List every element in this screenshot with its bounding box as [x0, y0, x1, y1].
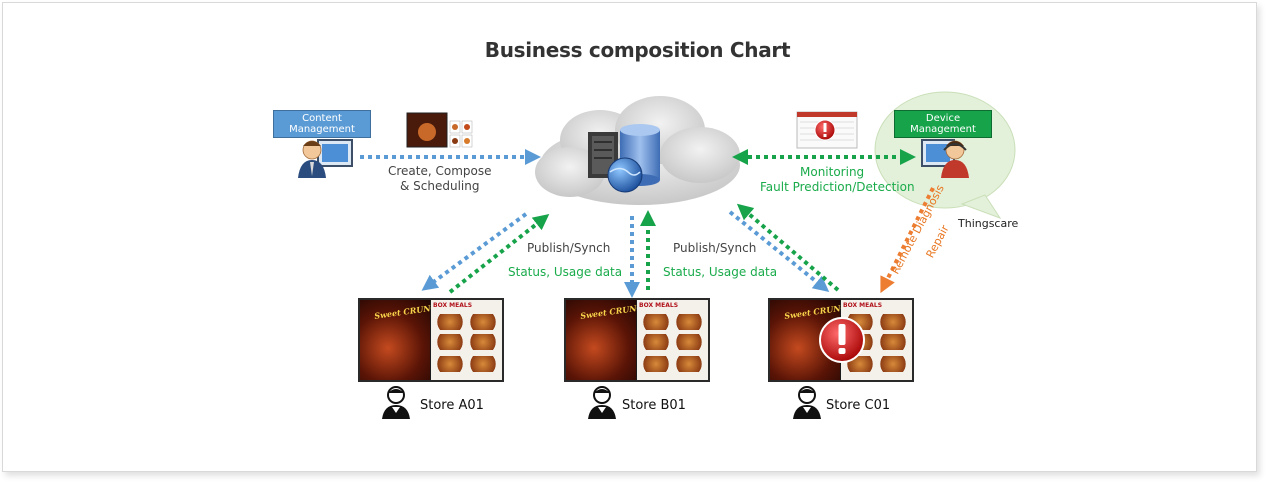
store-c01-alert-overlay — [819, 317, 865, 363]
create-compose-label: Create, Compose & Scheduling — [388, 164, 492, 193]
menu-thumbnail-icon — [406, 112, 473, 148]
store-name-c01: Store C01 — [826, 398, 891, 413]
screen-promo-panel — [566, 300, 636, 380]
menu-cell — [467, 334, 499, 350]
monitoring-label: Monitoring — [800, 165, 865, 179]
menu-cell — [673, 356, 705, 372]
menu-cell — [673, 314, 705, 330]
cloud-server-icon — [535, 96, 740, 205]
arrow-status-c — [736, 203, 840, 292]
store-name-a01: Store A01 — [420, 398, 484, 413]
publish-synch-label-a: Publish/Synch — [527, 241, 611, 255]
diagram-frame — [2, 2, 1257, 472]
arrow-remote-diagnosis — [880, 187, 935, 294]
publish-synch-label-c: Publish/Synch — [673, 241, 757, 255]
menu-cell — [434, 334, 466, 350]
screen-promo-panel — [360, 300, 430, 380]
store-screen-a01: Sweet CRUNCH BOX MEALS — [358, 298, 504, 382]
screen-header: BOX MEALS — [433, 302, 473, 309]
fault-detection-label: Fault Prediction/Detection — [760, 180, 915, 194]
operator-icon — [298, 139, 353, 178]
device-management-box: Device Management — [894, 110, 992, 138]
menu-cell — [467, 356, 499, 372]
arrow-status-a — [448, 214, 550, 294]
store-screen-b01: Sweet CRUNCH BOX MEALS — [564, 298, 710, 382]
arrow-publish-c — [728, 210, 830, 293]
content-management-box: Content Management — [273, 110, 371, 138]
menu-cell — [640, 314, 672, 330]
menu-cell — [640, 334, 672, 350]
page-title: Business composition Chart — [484, 38, 791, 62]
store-staff-icon — [793, 386, 821, 419]
screen-menu-panel: BOX MEALS — [637, 300, 708, 380]
dashboard-thumbnail-icon — [796, 111, 858, 149]
menu-cell — [640, 356, 672, 372]
status-usage-label-a: Status, Usage data — [508, 265, 623, 279]
menu-cell — [673, 334, 705, 350]
menu-cell — [467, 314, 499, 330]
status-usage-label-c: Status, Usage data — [663, 265, 778, 279]
menu-cell — [434, 356, 466, 372]
screen-header: BOX MEALS — [639, 302, 679, 309]
menu-cell — [434, 314, 466, 330]
screen-menu-panel: BOX MEALS — [431, 300, 502, 380]
store-staff-icon — [588, 386, 616, 419]
menu-cell — [877, 314, 909, 330]
menu-cell — [877, 334, 909, 350]
store-staff-icon — [382, 386, 410, 419]
support-agent-icon — [921, 139, 969, 178]
thingscare-label: Thingscare — [958, 217, 1019, 230]
menu-cell — [877, 356, 909, 372]
store-name-b01: Store B01 — [622, 398, 686, 413]
screen-header: BOX MEALS — [843, 302, 883, 309]
